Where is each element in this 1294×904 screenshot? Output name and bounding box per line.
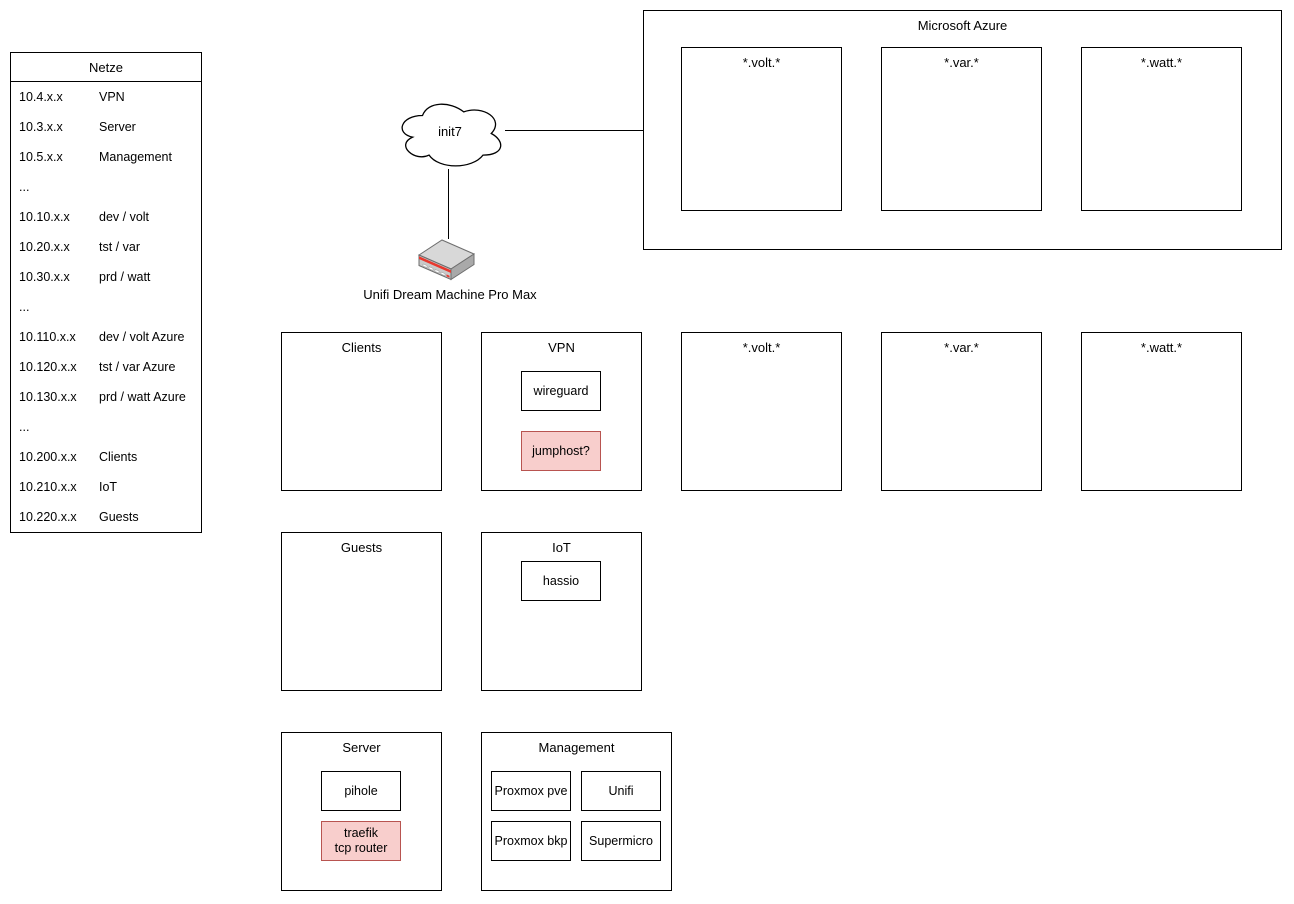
row-ip: ... bbox=[19, 300, 30, 314]
netze-table-title: Netze bbox=[11, 53, 201, 82]
zone-clients[interactable]: Clients bbox=[281, 332, 442, 491]
row-ip: 10.20.x.x bbox=[19, 240, 70, 254]
azure-box-watt-title: *.watt.* bbox=[1140, 55, 1183, 70]
row-ip: 10.5.x.x bbox=[19, 150, 63, 164]
table-row: 10.130.x.x prd / watt Azure bbox=[11, 382, 201, 412]
node-proxmox-pve[interactable]: Proxmox pve bbox=[491, 771, 571, 811]
netze-table-body: 10.4.x.x VPN 10.3.x.x Server 10.5.x.x Manag… bbox=[11, 82, 201, 532]
azure-box-var-title: *.var.* bbox=[944, 55, 979, 70]
cloud-label: init7 bbox=[438, 124, 462, 139]
azure-box-var[interactable]: *.var.* bbox=[881, 47, 1042, 211]
table-row: 10.120.x.x tst / var Azure bbox=[11, 352, 201, 382]
node-jumphost[interactable]: jumphost? bbox=[521, 431, 601, 471]
table-row: 10.200.x.x Clients bbox=[11, 442, 201, 472]
zone-server[interactable]: Server pihole traefik tcp router bbox=[281, 732, 442, 891]
zone-var[interactable]: *.var.* bbox=[881, 332, 1042, 491]
azure-title: Microsoft Azure bbox=[917, 18, 1008, 33]
node-wireguard[interactable]: wireguard bbox=[521, 371, 601, 411]
row-ip: 10.4.x.x bbox=[19, 90, 63, 104]
row-name: Clients bbox=[99, 450, 138, 464]
row-name: Guests bbox=[99, 510, 139, 524]
row-name: prd / watt Azure bbox=[99, 390, 186, 404]
table-row: 10.210.x.x IoT bbox=[11, 472, 201, 502]
row-name: IoT bbox=[99, 480, 118, 494]
connector-cloud-to-azure bbox=[505, 130, 643, 131]
zone-guests[interactable]: Guests bbox=[281, 532, 442, 691]
row-name: prd / watt bbox=[99, 270, 151, 284]
zone-guests-title: Guests bbox=[340, 540, 383, 555]
row-ip: ... bbox=[19, 180, 30, 194]
row-name: dev / volt bbox=[99, 210, 150, 224]
zone-vpn-title: VPN bbox=[548, 340, 575, 355]
table-row: 10.10.x.x dev / volt bbox=[11, 202, 201, 232]
row-name: tst / var bbox=[99, 240, 140, 254]
row-ip: 10.3.x.x bbox=[19, 120, 63, 134]
row-ip: 10.120.x.x bbox=[19, 360, 77, 374]
zone-volt-title: *.volt.* bbox=[742, 340, 781, 355]
zone-iot-title: IoT bbox=[552, 540, 571, 555]
azure-box-volt-title: *.volt.* bbox=[742, 55, 781, 70]
zone-vpn[interactable]: VPN wireguard jumphost? bbox=[481, 332, 642, 491]
table-row: 10.110.x.x dev / volt Azure bbox=[11, 322, 201, 352]
row-name: Management bbox=[99, 150, 172, 164]
router-label: Unifi Dream Machine Pro Max bbox=[363, 287, 537, 302]
zone-watt-title: *.watt.* bbox=[1140, 340, 1183, 355]
row-ip: 10.10.x.x bbox=[19, 210, 70, 224]
table-row: 10.30.x.x prd / watt bbox=[11, 262, 201, 292]
table-row: ... bbox=[11, 172, 201, 202]
router-icon[interactable] bbox=[417, 239, 477, 281]
azure-box-volt[interactable]: *.volt.* bbox=[681, 47, 842, 211]
azure-box-watt[interactable]: *.watt.* bbox=[1081, 47, 1242, 211]
zone-var-title: *.var.* bbox=[944, 340, 979, 355]
table-row: 10.220.x.x Guests bbox=[11, 502, 201, 532]
zone-iot[interactable]: IoT hassio bbox=[481, 532, 642, 691]
table-row: 10.20.x.x tst / var bbox=[11, 232, 201, 262]
zone-clients-title: Clients bbox=[341, 340, 382, 355]
zone-watt[interactable]: *.watt.* bbox=[1081, 332, 1242, 491]
node-pihole[interactable]: pihole bbox=[321, 771, 401, 811]
connector-cloud-to-router bbox=[448, 169, 449, 239]
node-traefik[interactable]: traefik tcp router bbox=[321, 821, 401, 861]
table-row: 10.4.x.x VPN bbox=[11, 82, 201, 112]
zone-management[interactable]: Management Proxmox pve Unifi Proxmox bkp… bbox=[481, 732, 672, 891]
azure-container[interactable]: Microsoft Azure *.volt.* *.var.* *.watt.… bbox=[643, 10, 1282, 250]
node-unifi[interactable]: Unifi bbox=[581, 771, 661, 811]
row-ip: 10.110.x.x bbox=[19, 330, 76, 344]
row-ip: 10.220.x.x bbox=[19, 510, 77, 524]
table-row: 10.3.x.x Server bbox=[11, 112, 201, 142]
row-name: Server bbox=[99, 120, 136, 134]
row-name: dev / volt Azure bbox=[99, 330, 185, 344]
row-ip: 10.200.x.x bbox=[19, 450, 77, 464]
table-row: ... bbox=[11, 292, 201, 322]
table-row: ... bbox=[11, 412, 201, 442]
zone-server-title: Server bbox=[342, 740, 381, 755]
node-supermicro[interactable]: Supermicro bbox=[581, 821, 661, 861]
netze-table[interactable]: Netze 10.4.x.x VPN 10.3.x.x Server 10.5.x.… bbox=[10, 52, 202, 533]
row-name: tst / var Azure bbox=[99, 360, 176, 374]
table-row: 10.5.x.x Management bbox=[11, 142, 201, 172]
row-ip: ... bbox=[19, 420, 30, 434]
zone-volt[interactable]: *.volt.* bbox=[681, 332, 842, 491]
zone-management-title: Management bbox=[538, 740, 615, 755]
node-hassio[interactable]: hassio bbox=[521, 561, 601, 601]
row-ip: 10.210.x.x bbox=[19, 480, 77, 494]
internet-cloud-icon[interactable] bbox=[394, 96, 506, 171]
row-ip: 10.30.x.x bbox=[19, 270, 70, 284]
node-proxmox-bkp[interactable]: Proxmox bkp bbox=[491, 821, 571, 861]
row-ip: 10.130.x.x bbox=[19, 390, 77, 404]
row-name: VPN bbox=[99, 90, 125, 104]
